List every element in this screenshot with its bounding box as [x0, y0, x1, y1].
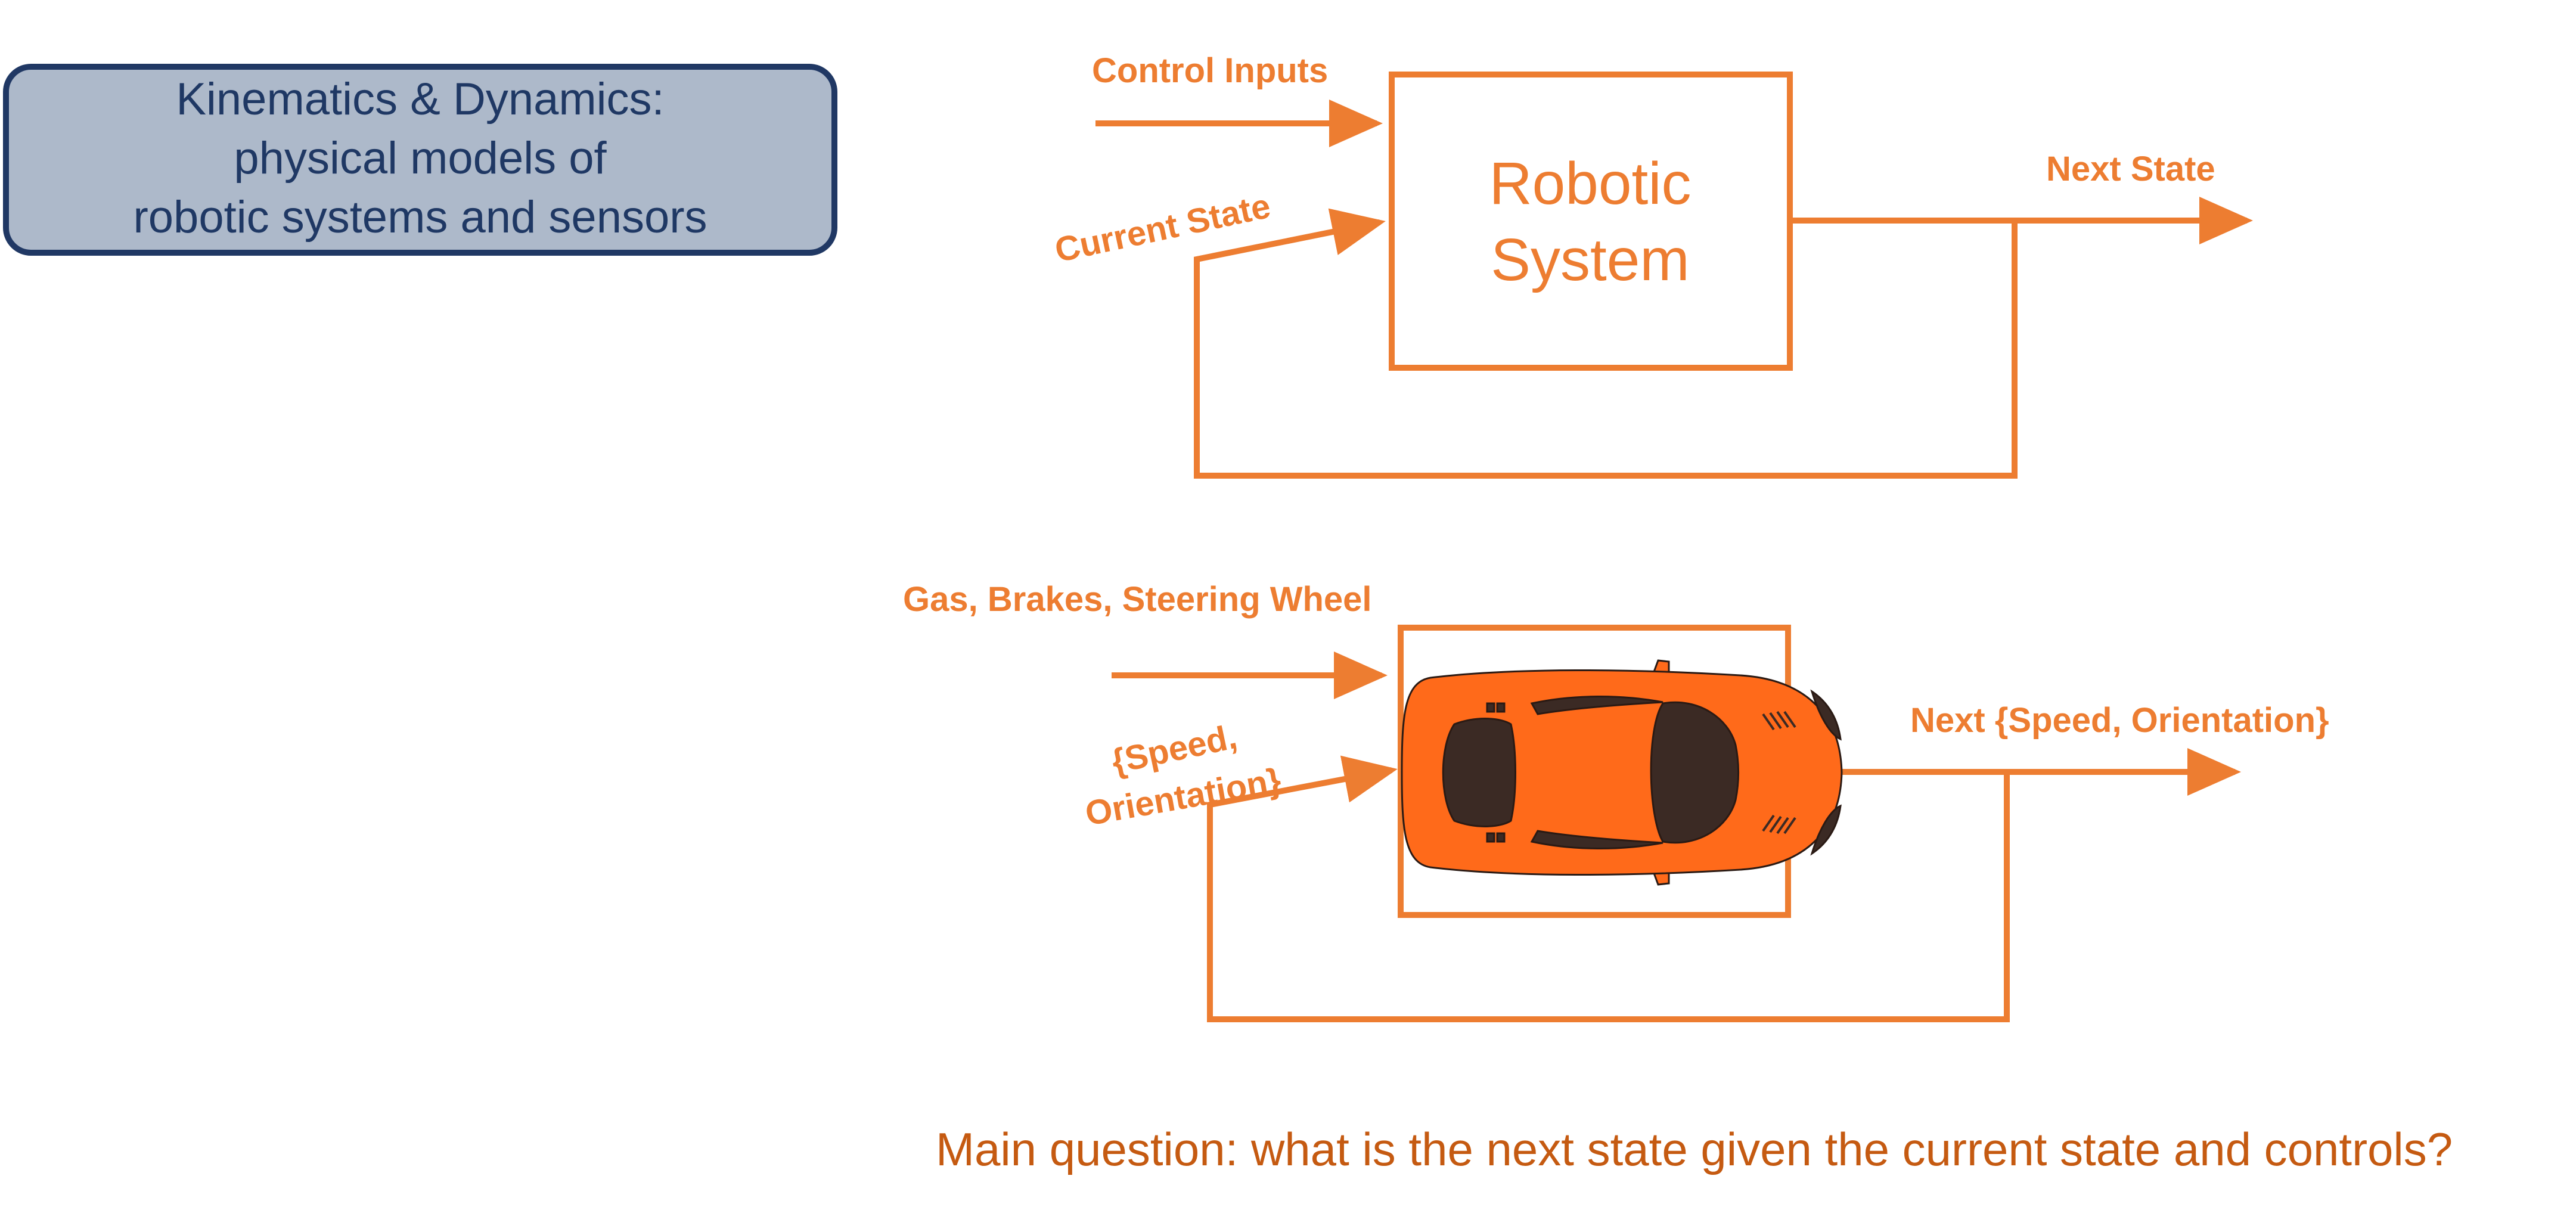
car-state-feedback-loop	[1207, 755, 2010, 1022]
title-box: Kinematics & Dynamics: physical models o…	[3, 64, 837, 256]
next-state-label: Next State	[2046, 150, 2215, 188]
robotic-system-box	[1389, 72, 1793, 371]
robotic-system-label-line-1: Robotic	[1489, 150, 1691, 217]
car-next-state-label: Next {Speed, Orientation}	[1910, 701, 2329, 740]
title-line-3: robotic systems and sensors	[133, 192, 707, 243]
car-current-state-line-2: Orientation}	[1082, 761, 1284, 833]
top-diagram	[1095, 72, 2253, 479]
control-inputs-label: Control Inputs	[1092, 51, 1328, 90]
current-state-label: Current State	[1051, 187, 1274, 270]
sports-car-top-view-icon	[1401, 659, 1843, 886]
title-line-2: physical models of	[234, 133, 607, 184]
robotic-system-label-line-2: System	[1491, 227, 1689, 293]
main-question: Main question: what is the next state gi…	[936, 1123, 2453, 1175]
current-state-feedback-loop	[1194, 208, 2018, 479]
car-controls-label: Gas, Brakes, Steering Wheel	[903, 580, 1372, 619]
title-line-1: Kinematics & Dynamics:	[176, 74, 664, 125]
